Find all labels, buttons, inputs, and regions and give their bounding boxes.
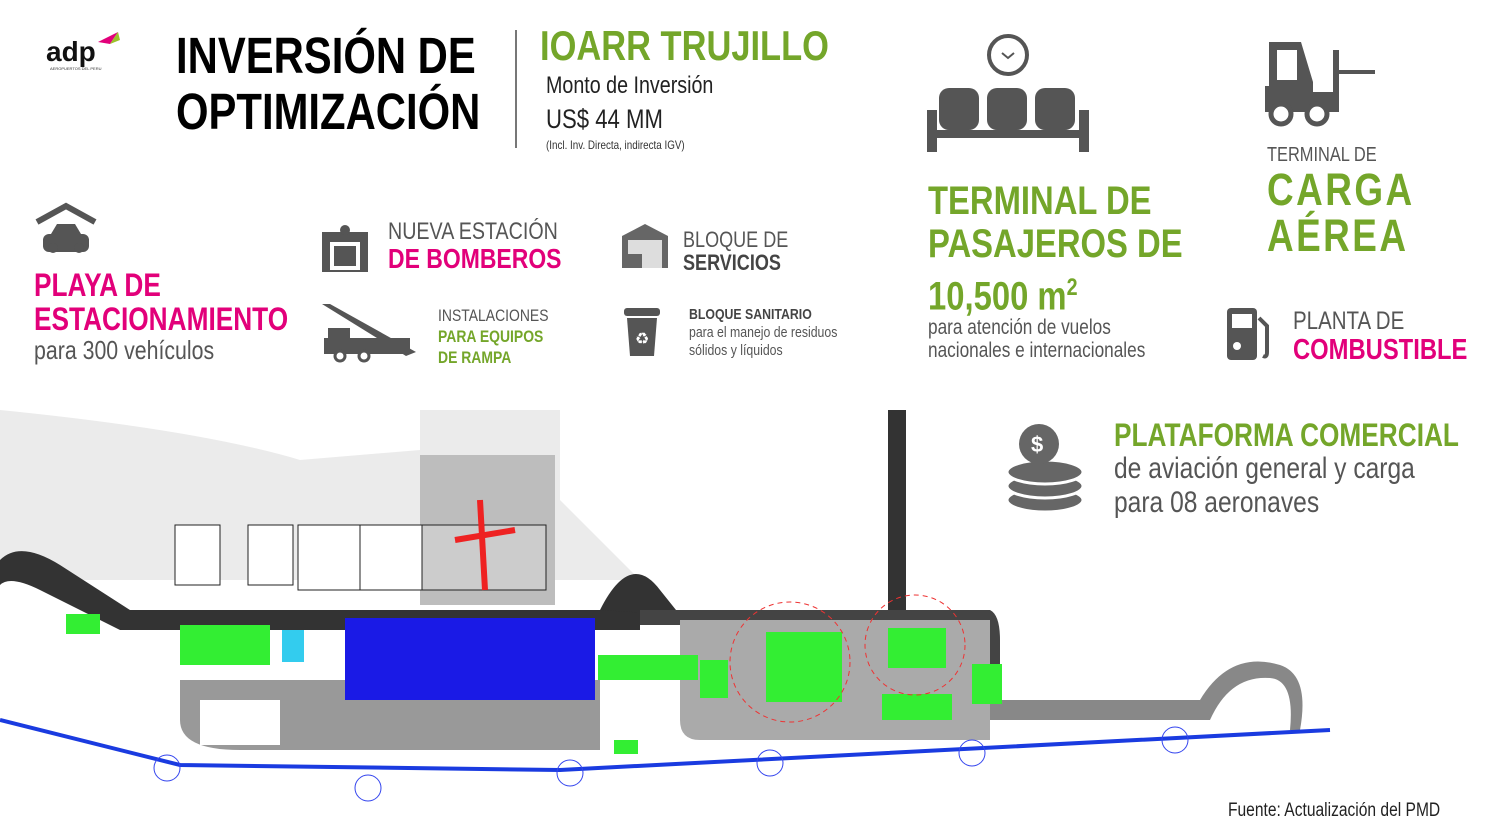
platform-title: PLATAFORMA COMERCIAL de aviación general… <box>1114 418 1459 520</box>
sanitary-title: BLOQUE SANITARIO para el manejo de resid… <box>689 306 837 360</box>
waiting-seats-icon <box>927 88 1091 154</box>
fuel-line-1: PLANTA DE <box>1293 307 1405 335</box>
title-line-1: INVERSIÓN DE <box>176 27 476 84</box>
services-line-2: SERVICIOS <box>683 250 781 275</box>
terminal-area: 10,500 m2 <box>928 266 1183 318</box>
parking-line-1: PLAYA DE <box>34 267 161 303</box>
svg-text:adp: adp <box>46 36 96 67</box>
cargo-title: TERMINAL DE CARGA AÉREA <box>1267 144 1415 259</box>
terminal-desc-2: nacionales e internacionales <box>928 339 1146 362</box>
title-line-2: OPTIMIZACIÓN <box>176 83 481 140</box>
terminal-line-2: PASAJEROS DE <box>928 222 1183 266</box>
sanitary-line-3: sólidos y líquidos <box>689 342 783 359</box>
source-note: Fuente: Actualización del PMD <box>1228 800 1441 821</box>
project-name: IOARR TRUJILLO <box>540 22 829 69</box>
ramp-line-3: DE RAMPA <box>438 348 512 367</box>
ramp-line-2: PARA EQUIPOS <box>438 327 544 346</box>
investment-note: (Incl. Inv. Directa, indirecta IGV) <box>546 138 685 152</box>
terminal-title: TERMINAL DE PASAJEROS DE 10,500 m2 <box>928 180 1183 318</box>
recycle-bin-icon: ♻ <box>624 308 660 358</box>
platform-line-3: para 08 aeronaves <box>1114 486 1320 519</box>
fuel-title: PLANTA DE COMBUSTIBLE <box>1293 307 1467 365</box>
parking-title: PLAYA DE ESTACIONAMIENTO <box>34 268 288 336</box>
forklift-icon <box>1265 42 1377 128</box>
stair-truck-icon <box>320 302 420 364</box>
divider <box>515 30 517 148</box>
investment-amount: US$ 44 MM <box>546 104 663 134</box>
cargo-line-2: CARGA <box>1267 164 1415 215</box>
svg-text:AEROPUERTOS DEL PERU: AEROPUERTOS DEL PERU <box>50 66 102 71</box>
clock-icon <box>985 32 1031 78</box>
investment-label: Monto de Inversión <box>546 72 714 99</box>
svg-text:♻: ♻ <box>635 331 649 348</box>
sanitary-line-2: para el manejo de residuos <box>689 324 838 341</box>
fuel-pump-icon <box>1227 308 1275 360</box>
fuel-line-2: COMBUSTIBLE <box>1293 334 1468 366</box>
platform-line-2: de aviación general y carga <box>1114 452 1415 485</box>
services-title: BLOQUE DE SERVICIOS <box>683 228 788 274</box>
fire-line-1: NUEVA ESTACIÓN <box>388 218 558 245</box>
terminal-desc-1: para atención de vuelos <box>928 316 1111 339</box>
warehouse-icon <box>620 222 670 270</box>
services-line-1: BLOQUE DE <box>683 227 789 252</box>
svg-text:$: $ <box>1031 432 1043 457</box>
cargo-line-1: TERMINAL DE <box>1267 144 1377 166</box>
platform-line-1: PLATAFORMA COMERCIAL <box>1114 417 1459 453</box>
parking-icon <box>33 202 99 260</box>
coins-icon: $ <box>997 420 1093 516</box>
parking-desc: para 300 vehículos <box>34 335 215 365</box>
parking-line-2: ESTACIONAMIENTO <box>34 301 289 337</box>
fire-line-2: DE BOMBEROS <box>388 243 562 274</box>
fire-station-icon <box>320 222 370 274</box>
terminal-desc: para atención de vuelos nacionales e int… <box>928 316 1145 362</box>
terminal-area-value: 10,500 m <box>928 274 1067 319</box>
fire-station-title: NUEVA ESTACIÓN DE BOMBEROS <box>388 218 562 274</box>
sanitary-line-1: BLOQUE SANITARIO <box>689 306 812 323</box>
cargo-line-3: AÉREA <box>1267 210 1409 261</box>
ramp-title: INSTALACIONES PARA EQUIPOS DE RAMPA <box>438 305 549 368</box>
adp-logo: adp AEROPUERTOS DEL PERU <box>46 28 121 73</box>
terminal-area-sup: 2 <box>1066 274 1078 301</box>
terminal-line-1: TERMINAL DE <box>928 179 1152 223</box>
ramp-line-1: INSTALACIONES <box>438 306 549 325</box>
page-title: INVERSIÓN DE OPTIMIZACIÓN <box>176 28 480 140</box>
